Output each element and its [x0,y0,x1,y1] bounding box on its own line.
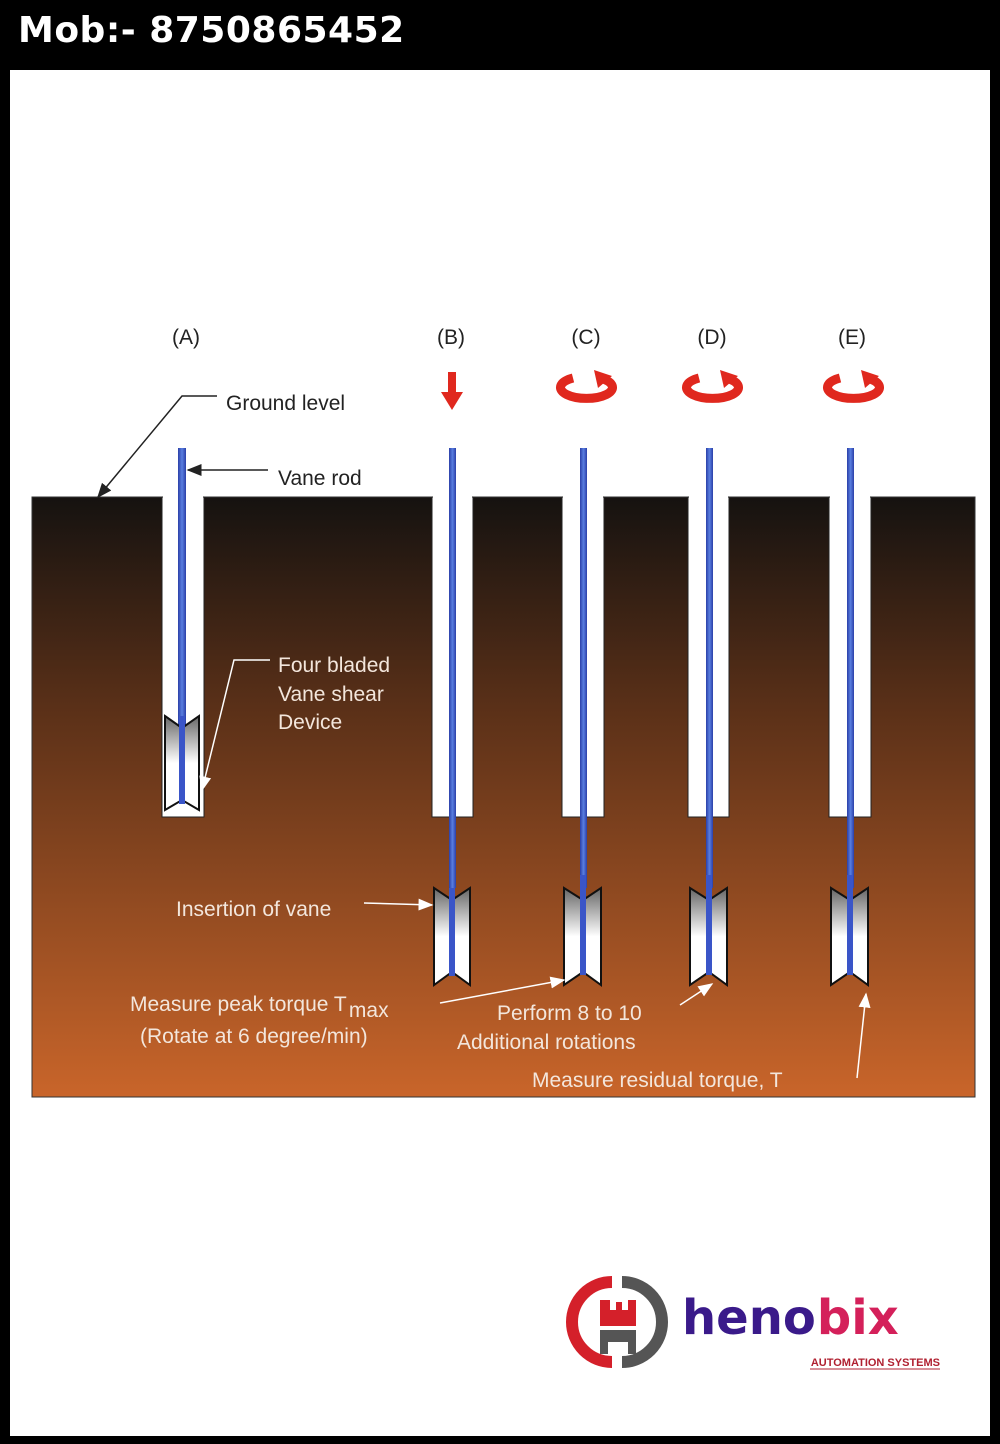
vane-a [164,448,200,812]
device-label-1: Four bladed [278,654,390,677]
ground-level-label: Ground level [226,392,345,415]
device-leader [199,659,270,792]
additional-rotations-label: Additional rotations [457,1031,636,1054]
henobix-logo: heno bix AUTOMATION SYSTEMS [566,1276,940,1370]
stage-label-a: (A) [172,326,200,349]
peak-torque-leader [439,976,566,1004]
vane-d [689,448,728,987]
header-bar: Mob:- 8750865452 [0,0,1000,68]
vane-e [830,448,869,987]
rotation-arrow-icon [556,373,884,403]
insertion-leader [363,898,434,911]
stage-label-e: (E) [838,326,866,349]
vane-b [433,448,471,987]
peak-torque-text: Measure peak torque T [130,993,347,1016]
device-label-2: Vane shear [278,683,384,706]
residual-torque-label: Measure residual torque, T [532,1069,783,1092]
rotation-rate-label: (Rotate at 6 degree/min) [140,1025,368,1048]
stage-label-b: (B) [437,326,465,349]
perform-rotations-label: Perform 8 to 10 [497,1002,642,1025]
logo-tagline: AUTOMATION SYSTEMS [811,1357,940,1369]
phone-number: Mob:- 8750865452 [18,10,405,51]
ground-level-leader [97,395,217,499]
vane-c [563,448,602,987]
peak-torque-subscript: max [349,999,389,1022]
stage-label-c: (C) [571,326,600,349]
insertion-label: Insertion of vane [176,898,331,921]
logo-name-part-1: heno [682,1290,816,1346]
logo-name-part-2: bix [817,1290,899,1346]
residual-torque-leader [856,992,871,1079]
vane-rod-label: Vane rod [278,467,362,490]
push-down-arrow-icon [441,372,463,410]
additional-rotations-leader [679,983,714,1006]
rotation-arrowheads [594,370,879,388]
stage-label-d: (D) [697,326,726,349]
device-label-3: Device [278,711,342,734]
vane-rod [178,448,186,738]
